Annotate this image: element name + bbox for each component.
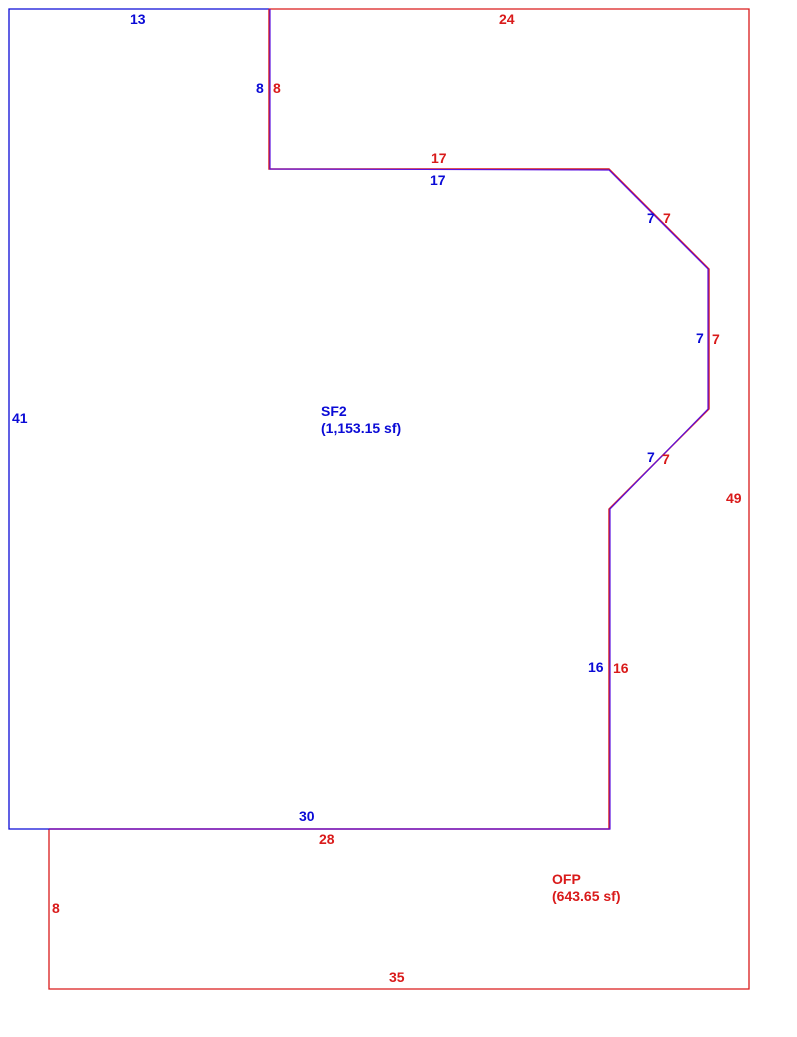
ofp-notch-horizontal-dim: 17 xyxy=(431,150,447,166)
sf2-notch-vertical-dim: 8 xyxy=(256,80,264,96)
ofp-notch-vertical-dim: 8 xyxy=(273,80,281,96)
sf2-outline xyxy=(8,8,269,830)
sf2-area-size: (1,153.15 sf) xyxy=(321,420,402,436)
shared-boundary-overlay xyxy=(49,9,709,830)
ofp-angle-lower-dim: 7 xyxy=(662,451,670,467)
ofp-right-dim: 49 xyxy=(726,490,742,506)
ofp-right-vertical-dim: 7 xyxy=(712,331,720,347)
sf2-bottom-dim: 30 xyxy=(299,808,315,824)
sf2-angle-upper-dim: 7 xyxy=(647,210,655,226)
ofp-lower-vertical-dim: 16 xyxy=(613,660,629,676)
sf2-top-dim: 13 xyxy=(130,11,146,27)
sf2-angle-lower-dim: 7 xyxy=(647,449,655,465)
ofp-area-size: (643.65 sf) xyxy=(552,888,621,904)
sf2-right-vertical-dim: 7 xyxy=(696,330,704,346)
ofp-area-name: OFP xyxy=(552,871,581,887)
ofp-area-label: OFP (643.65 sf) xyxy=(552,871,620,905)
ofp-bottom-dim: 35 xyxy=(389,969,405,985)
sf2-lower-vertical-dim: 16 xyxy=(588,659,604,675)
sf2-area-label: SF2 (1,153.15 sf) xyxy=(321,403,401,437)
ofp-outline xyxy=(48,8,750,990)
sf2-area-name: SF2 xyxy=(321,403,347,419)
sf2-notch-horizontal-dim: 17 xyxy=(430,172,446,188)
ofp-top-dim: 24 xyxy=(499,11,515,27)
sf2-left-dim: 41 xyxy=(12,410,28,426)
ofp-left-dim: 8 xyxy=(52,900,60,916)
ofp-upper-bottom-dim: 28 xyxy=(319,831,335,847)
ofp-angle-upper-dim: 7 xyxy=(663,210,671,226)
